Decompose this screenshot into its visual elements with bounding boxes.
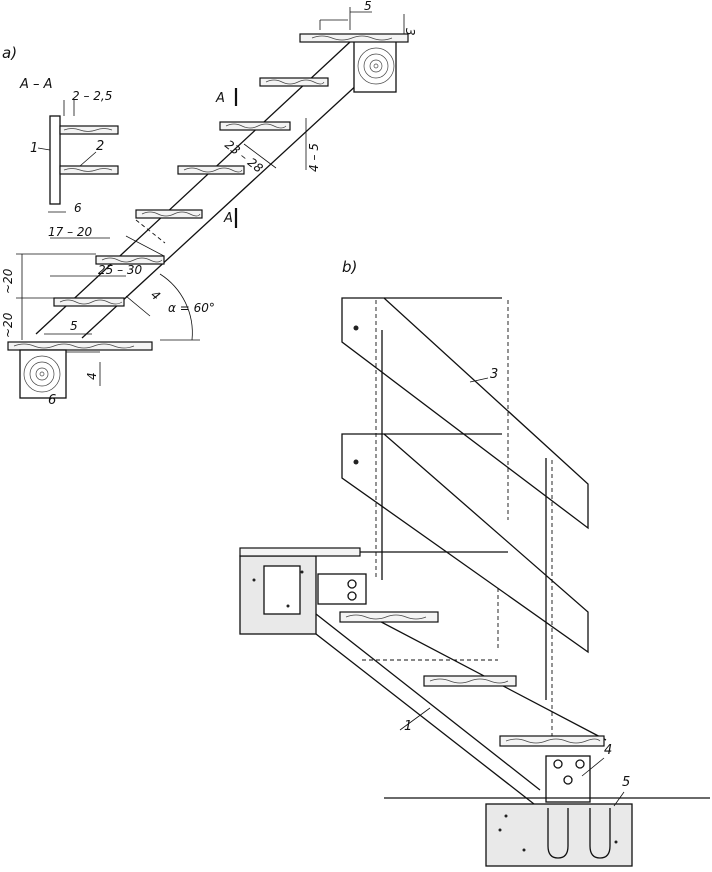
dim-top-gap: 5 <box>364 0 372 13</box>
callout-b-5: 5 <box>622 775 630 790</box>
dim-section-width: 2 – 2,5 <box>72 89 112 103</box>
dim-stringer-offset: 4 <box>148 288 163 304</box>
callout-b-3: 3 <box>490 367 498 382</box>
tread-a-3 <box>219 121 291 131</box>
dim-section-base: 6 <box>74 201 82 215</box>
tread-a-bottom <box>7 341 153 351</box>
callout-a-1: 1 <box>30 141 38 156</box>
tread-a-6 <box>95 255 165 265</box>
handrail-board-lower <box>341 433 589 654</box>
part-b-drawing: b) <box>239 258 710 867</box>
callout-b-4: 4 <box>604 743 612 758</box>
dim-bottom-gap: 5 <box>70 319 78 333</box>
dimension-lines-a <box>16 118 307 341</box>
tread-a-7 <box>53 297 125 307</box>
dim-tread-thickness: 4 – 5 <box>307 143 321 172</box>
section-a-a: A – A <box>19 77 119 213</box>
handrail-board-upper <box>341 297 589 530</box>
tread-b-2 <box>423 675 517 687</box>
landing-slab <box>239 547 508 635</box>
dim-top-thickness: 3 <box>403 28 417 36</box>
foundation-block <box>384 791 710 867</box>
bracket-plate <box>545 755 605 803</box>
tread-a-top <box>299 33 409 43</box>
tread-b-3 <box>499 735 605 747</box>
section-title: A – A <box>19 77 53 92</box>
section-mark-top: A <box>215 91 225 106</box>
section-mark-bottom: A <box>223 211 233 226</box>
angle-label: α = 60° <box>168 301 215 315</box>
tread-a-5 <box>135 209 203 219</box>
callout-a-6: 6 <box>48 393 56 408</box>
tread-b-1 <box>339 611 439 623</box>
bottom-log-support <box>19 349 101 399</box>
balusters <box>375 300 553 740</box>
dim-tread-depth-lower: 25 – 30 <box>98 263 143 277</box>
dim-bottom-height: 4 <box>85 372 99 380</box>
callout-b-1: 1 <box>404 719 412 734</box>
part-a-label: a) <box>2 44 17 62</box>
dim-riser-upper: ~20 <box>1 268 15 294</box>
callout-a-2: 2 <box>96 139 104 154</box>
tread-a-4 <box>177 165 245 175</box>
dim-riser-lower: ~20 <box>1 312 15 338</box>
top-log-support <box>319 7 405 93</box>
leader-lines-b <box>399 377 489 731</box>
dim-tread-depth-upper: 17 – 20 <box>48 225 93 239</box>
tread-a-2 <box>259 77 329 87</box>
part-b-label: b) <box>342 258 357 276</box>
stringer-a <box>35 41 361 339</box>
section-cut-marks: A A <box>215 88 238 228</box>
